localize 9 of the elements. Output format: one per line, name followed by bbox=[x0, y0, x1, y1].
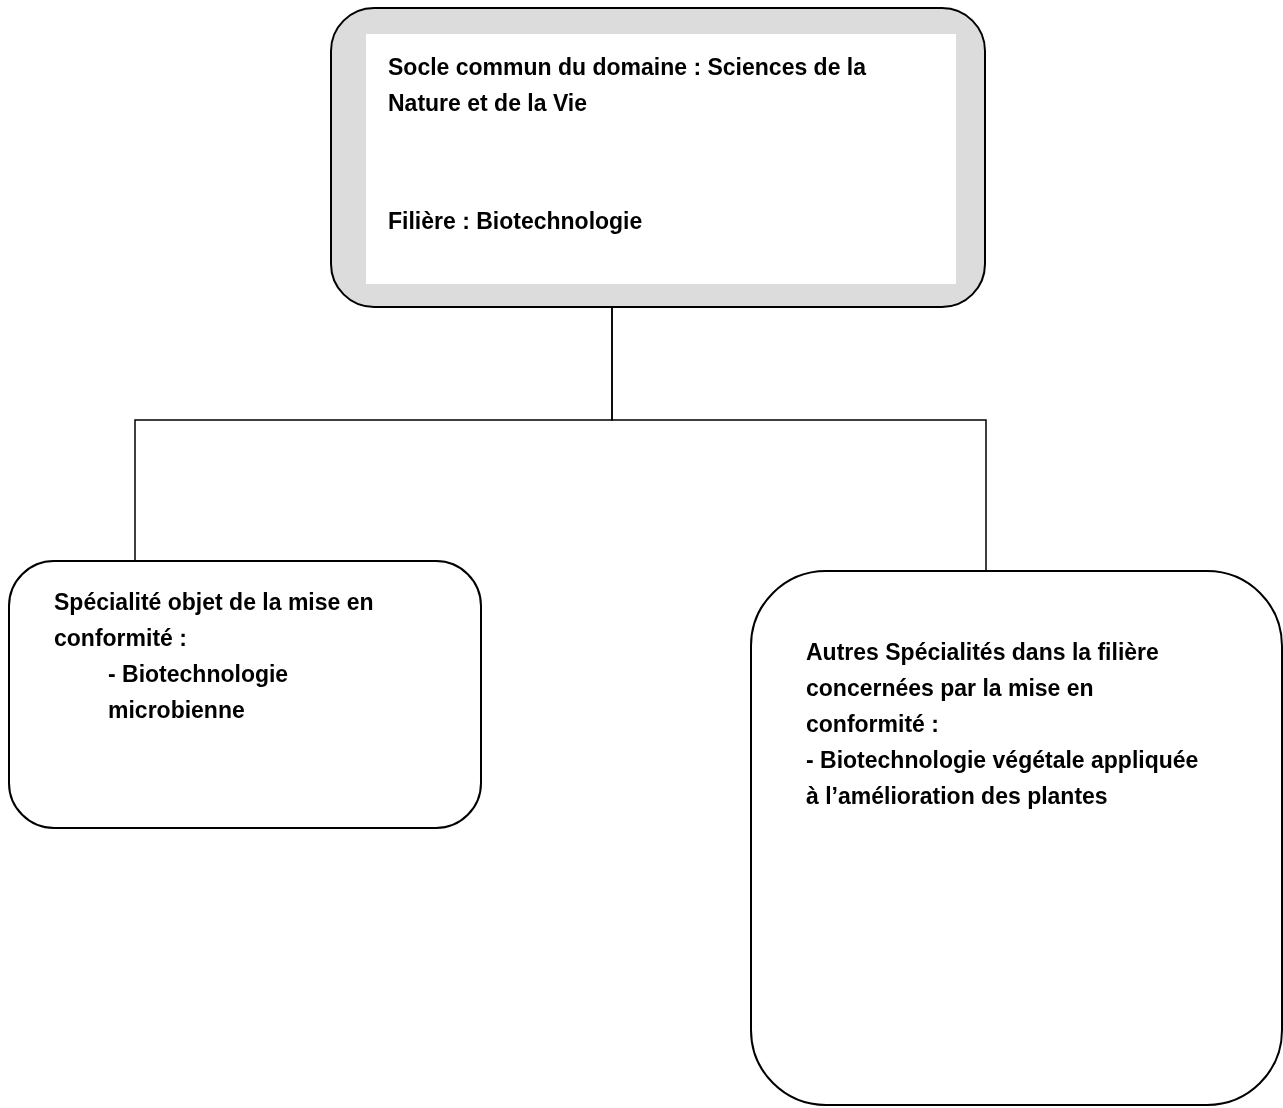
node-text: Filière : Biotechnologie bbox=[388, 207, 644, 236]
node-heading: Socle commun du domaine : Sciences de la Nature et de la Vie bbox=[388, 53, 868, 118]
rounded-box bbox=[8, 560, 482, 829]
node-heading: Autres Spécialités dans la filière concernées par la mise en conformité : bbox=[806, 638, 1160, 739]
node-heading: Spécialité objet de la mise en conformité : bbox=[54, 588, 375, 653]
node-text: - Biotechnologie végétale appliquée à l’amélioration des plantes bbox=[806, 746, 1200, 811]
connector-line bbox=[611, 307, 987, 571]
rounded-box bbox=[750, 570, 1283, 1106]
node-text: - Biotechnologie microbienne bbox=[108, 660, 290, 725]
